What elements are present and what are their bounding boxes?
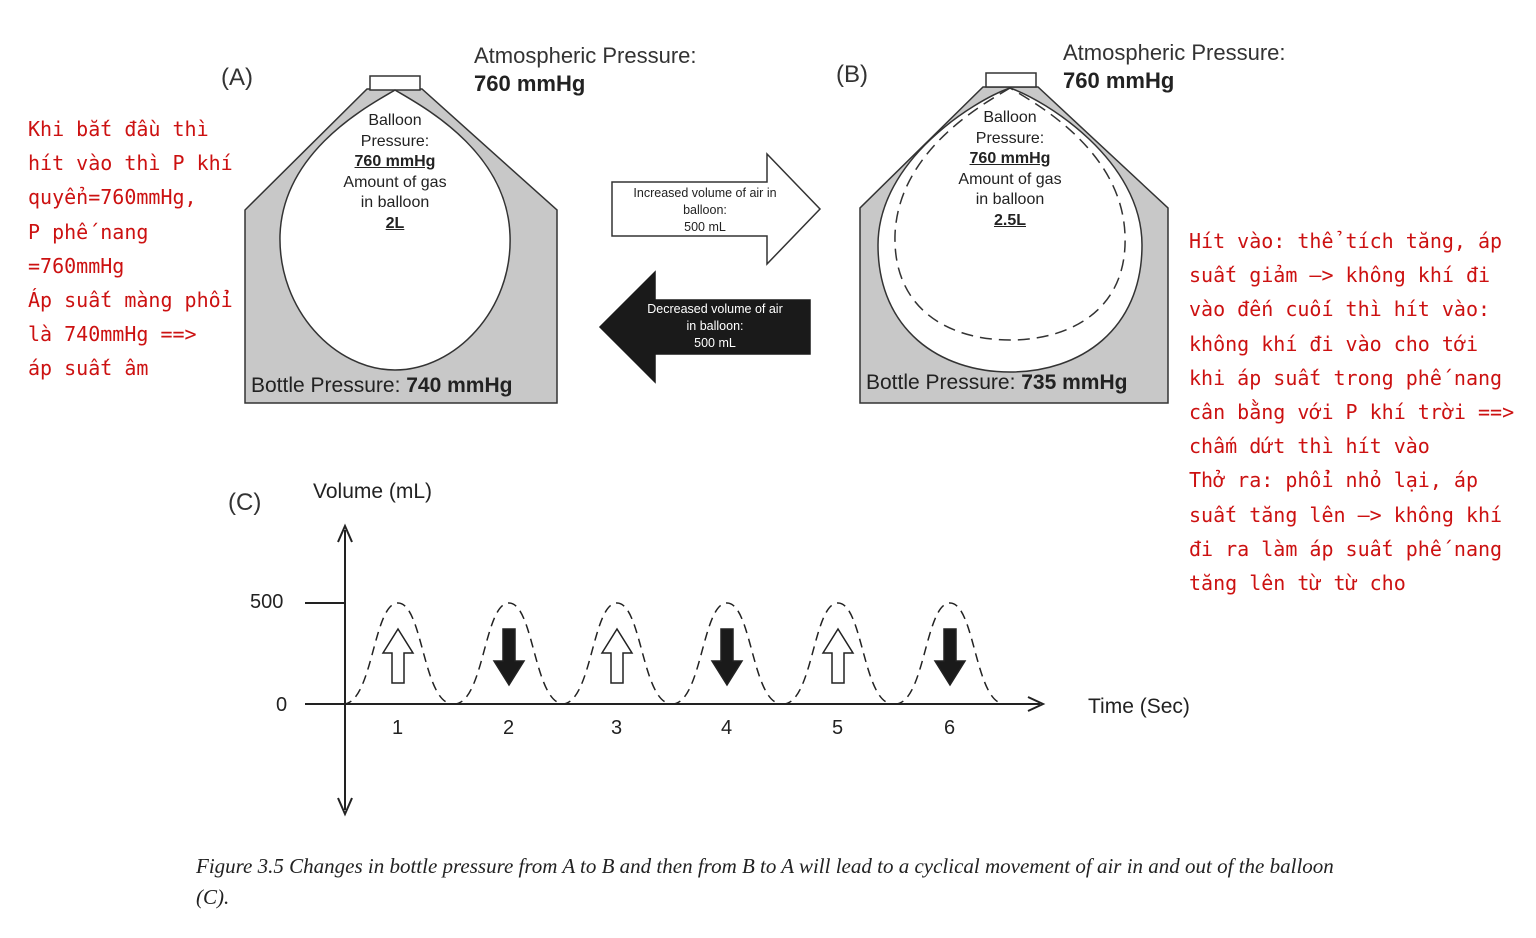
y-axis-arrow-up xyxy=(337,523,353,543)
volume-wave-line xyxy=(342,602,1006,705)
increase-line-3: 500 mL xyxy=(684,219,726,234)
x-tick-1: 1 xyxy=(392,717,404,739)
panel-a-balloon-title-2: Pressure: xyxy=(360,132,430,150)
y-axis-label: Volume (mL) xyxy=(313,480,433,503)
cycle-arrow-down-2 xyxy=(492,628,526,687)
panel-b-bottle-pressure: Bottle Pressure: 735 mmHg xyxy=(866,371,1127,395)
bottle-a-cap xyxy=(369,75,421,91)
decrease-line-2: in balloon: xyxy=(686,318,744,333)
panel-a-bottle-label: Bottle Pressure: xyxy=(251,374,401,397)
x-tick-5: 5 xyxy=(832,717,844,739)
decrease-line-1: Decreased volume of air xyxy=(647,302,783,316)
cycle-arrow-down-6 xyxy=(933,628,967,687)
cycle-arrow-up-3 xyxy=(600,627,634,684)
panel-b-balloon-text: Balloon Pressure: 760 mmHg Amount of gas… xyxy=(930,108,1090,231)
panel-b-balloon-title-1: Balloon xyxy=(983,109,1037,126)
panel-a-gas-label-1: Amount of gas xyxy=(343,173,447,191)
y-tick-500: 500 xyxy=(250,591,284,613)
bottle-b-cap xyxy=(985,72,1037,88)
panel-c-label: (C) xyxy=(228,489,262,516)
figure-caption: Figure 3.5 Changes in bottle pressure fr… xyxy=(196,854,1334,909)
panel-a-bottle-pressure: Bottle Pressure: 740 mmHg xyxy=(251,374,512,398)
panel-b-label: (B) xyxy=(836,61,868,88)
cycle-arrow-up-5 xyxy=(821,627,855,684)
increase-arrow xyxy=(611,152,822,266)
panel-a-label: (A) xyxy=(221,64,253,91)
panel-b-atm-value: 760 mmHg xyxy=(1063,68,1175,93)
x-axis-arrow xyxy=(1027,696,1046,712)
y-tick-0: 0 xyxy=(276,694,288,716)
panel-b-gas-label-2: in balloon xyxy=(975,191,1045,208)
panel-a-atm-value: 760 mmHg xyxy=(474,71,586,96)
increase-line-1: Increased volume of air in xyxy=(633,186,777,200)
chart-c-marks xyxy=(342,602,1006,705)
panel-b-atm-title: Atmospheric Pressure: xyxy=(1063,40,1286,65)
increase-line-2: balloon: xyxy=(683,202,727,217)
panel-b-bottle-value: 735 mmHg xyxy=(1021,371,1128,394)
y-axis-arrow-down xyxy=(337,797,353,817)
panel-b-atmospheric: Atmospheric Pressure: 760 mmHg xyxy=(1063,39,1286,95)
decrease-arrow xyxy=(598,270,811,384)
panel-b-gas-label-1: Amount of gas xyxy=(958,170,1062,188)
panel-b-balloon-title-2: Pressure: xyxy=(975,129,1045,147)
panel-a-bottle-value: 740 mmHg xyxy=(406,374,513,397)
x-tick-3: 3 xyxy=(611,717,623,739)
panel-a-balloon-pressure: 760 mmHg xyxy=(354,153,436,170)
left-note: Khi bắt đầu thì hít vào thì P khí quyển=… xyxy=(28,117,233,381)
panel-a-atm-title: Atmospheric Pressure: xyxy=(474,43,697,68)
chart-c-axes xyxy=(305,523,1046,817)
panel-a-balloon-title-1: Balloon xyxy=(368,112,422,129)
cycle-arrow-down-4 xyxy=(710,628,744,687)
bottle-b xyxy=(859,72,1169,404)
right-note: Hít vào: thể tích tăng, áp suất giảm —> … xyxy=(1189,229,1515,596)
balloon-b-previous-outline xyxy=(894,87,1126,341)
panel-b-bottle-label: Bottle Pressure: xyxy=(866,371,1016,394)
x-tick-4: 4 xyxy=(721,717,733,739)
panel-b-balloon-pressure: 760 mmHg xyxy=(969,150,1051,167)
panel-a-gas-value: 2L xyxy=(385,214,405,232)
cycle-arrow-up-1 xyxy=(381,627,415,684)
increase-arrow-text: Increased volume of air in balloon: 500 … xyxy=(616,185,794,235)
x-axis-label: Time (Sec) xyxy=(1088,695,1190,718)
decrease-arrow-text: Decreased volume of air in balloon: 500 … xyxy=(630,301,800,351)
balloon-a xyxy=(279,89,511,371)
panel-a-gas-label-2: in balloon xyxy=(360,194,430,211)
panel-a-atmospheric: Atmospheric Pressure: 760 mmHg xyxy=(474,42,697,98)
x-tick-6: 6 xyxy=(944,717,956,739)
x-tick-2: 2 xyxy=(503,717,515,739)
bottle-a xyxy=(244,75,558,404)
balloon-b xyxy=(877,87,1143,373)
panel-a-balloon-text: Balloon Pressure: 760 mmHg Amount of gas… xyxy=(315,111,475,234)
decrease-line-3: 500 mL xyxy=(694,335,736,350)
panel-b-gas-value: 2.5L xyxy=(993,211,1026,229)
